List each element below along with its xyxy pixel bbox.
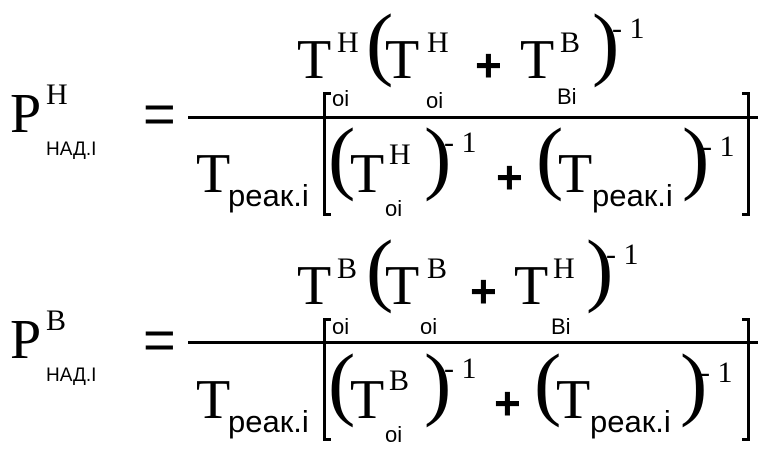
den-t-oi-sup: Н (389, 138, 411, 171)
den-close-paren-2: ) (680, 337, 708, 428)
lhs-superscript: Н (46, 78, 68, 111)
num-t3-sub: Bi (551, 314, 571, 339)
num-exponent: - 1 (612, 12, 645, 45)
lhs-symbol: P (10, 309, 42, 371)
den-t-oi-sub: oi (385, 196, 403, 221)
bracket-left (323, 92, 326, 216)
den-t-reak2: T (558, 143, 593, 205)
num-t3: T (520, 29, 555, 91)
bracket-left-bottom (323, 213, 331, 216)
equals-sign: = (143, 82, 176, 145)
bracket-right (747, 318, 750, 441)
bracket-right-bottom (742, 213, 750, 216)
bracket-left-bottom (323, 438, 331, 441)
num-t3-sup: Н (553, 252, 575, 285)
num-open-paren: ( (366, 0, 394, 88)
den-t-reak: T (196, 143, 231, 205)
lhs-subscript: НАД.I (46, 139, 97, 160)
num-t1: T (297, 255, 332, 317)
bracket-right (747, 92, 750, 216)
num-t1-sup: В (337, 252, 358, 285)
den-t-reak-sub: реак.i (228, 404, 309, 439)
lhs-superscript: В (46, 304, 67, 337)
den-t-reak2-sub: реак.i (590, 404, 671, 439)
lhs-subscript: НАД.I (46, 365, 97, 386)
num-t1-sup: Н (337, 26, 359, 59)
den-plus: + (496, 151, 523, 203)
num-t3-sup: В (560, 26, 581, 59)
den-t-oi-sub: oi (385, 422, 403, 447)
num-t3-sub: Bi (557, 84, 577, 109)
num-t1: T (297, 29, 332, 91)
bracket-left (323, 318, 326, 441)
bracket-right-bottom (742, 438, 750, 441)
num-t1-sub: oi (332, 86, 350, 111)
den-exponent-2: - 1 (700, 356, 733, 389)
num-t2-sub: oi (420, 314, 438, 339)
den-t-reak2-sub: реак.i (592, 178, 673, 213)
num-plus: + (475, 39, 502, 91)
den-t-oi-sup: В (389, 364, 410, 397)
num-plus: + (470, 265, 497, 317)
num-open-paren: ( (366, 223, 394, 314)
bracket-left-top (323, 318, 331, 321)
num-exponent: - 1 (606, 238, 639, 271)
den-exponent-1: - 1 (444, 352, 477, 385)
num-t2: T (385, 29, 420, 91)
den-exponent-1: - 1 (444, 126, 477, 159)
lhs-symbol: P (10, 83, 42, 145)
fraction-bar (188, 341, 758, 344)
den-open-paren-2: ( (536, 111, 564, 202)
num-t2: T (385, 255, 420, 317)
bracket-left-top (323, 92, 331, 95)
den-close-paren-1: ) (424, 337, 452, 428)
den-t-reak: T (196, 369, 231, 431)
den-t-reak-sub: реак.i (228, 178, 309, 213)
num-close-paren: ) (592, 0, 620, 88)
den-close-paren-2: ) (682, 111, 710, 202)
num-t1-sub: oi (332, 314, 350, 339)
fraction-bar (188, 116, 758, 119)
num-t2-sup: Н (427, 26, 449, 59)
den-close-paren-1: ) (424, 111, 452, 202)
den-open-paren-1: ( (328, 337, 356, 428)
num-close-paren: ) (586, 223, 614, 314)
den-exponent-2: - 1 (702, 130, 735, 163)
den-t-oi: T (350, 143, 385, 205)
bracket-right-top (742, 318, 750, 321)
equals-sign: = (143, 308, 176, 371)
den-open-paren-1: ( (328, 111, 356, 202)
den-open-paren-2: ( (534, 337, 562, 428)
num-t2-sub: oi (426, 88, 444, 113)
num-t2-sup: В (427, 252, 448, 285)
bracket-right-top (742, 92, 750, 95)
den-t-reak2: T (556, 369, 591, 431)
num-t3: T (514, 255, 549, 317)
den-plus: + (494, 377, 521, 429)
den-t-oi: T (350, 369, 385, 431)
